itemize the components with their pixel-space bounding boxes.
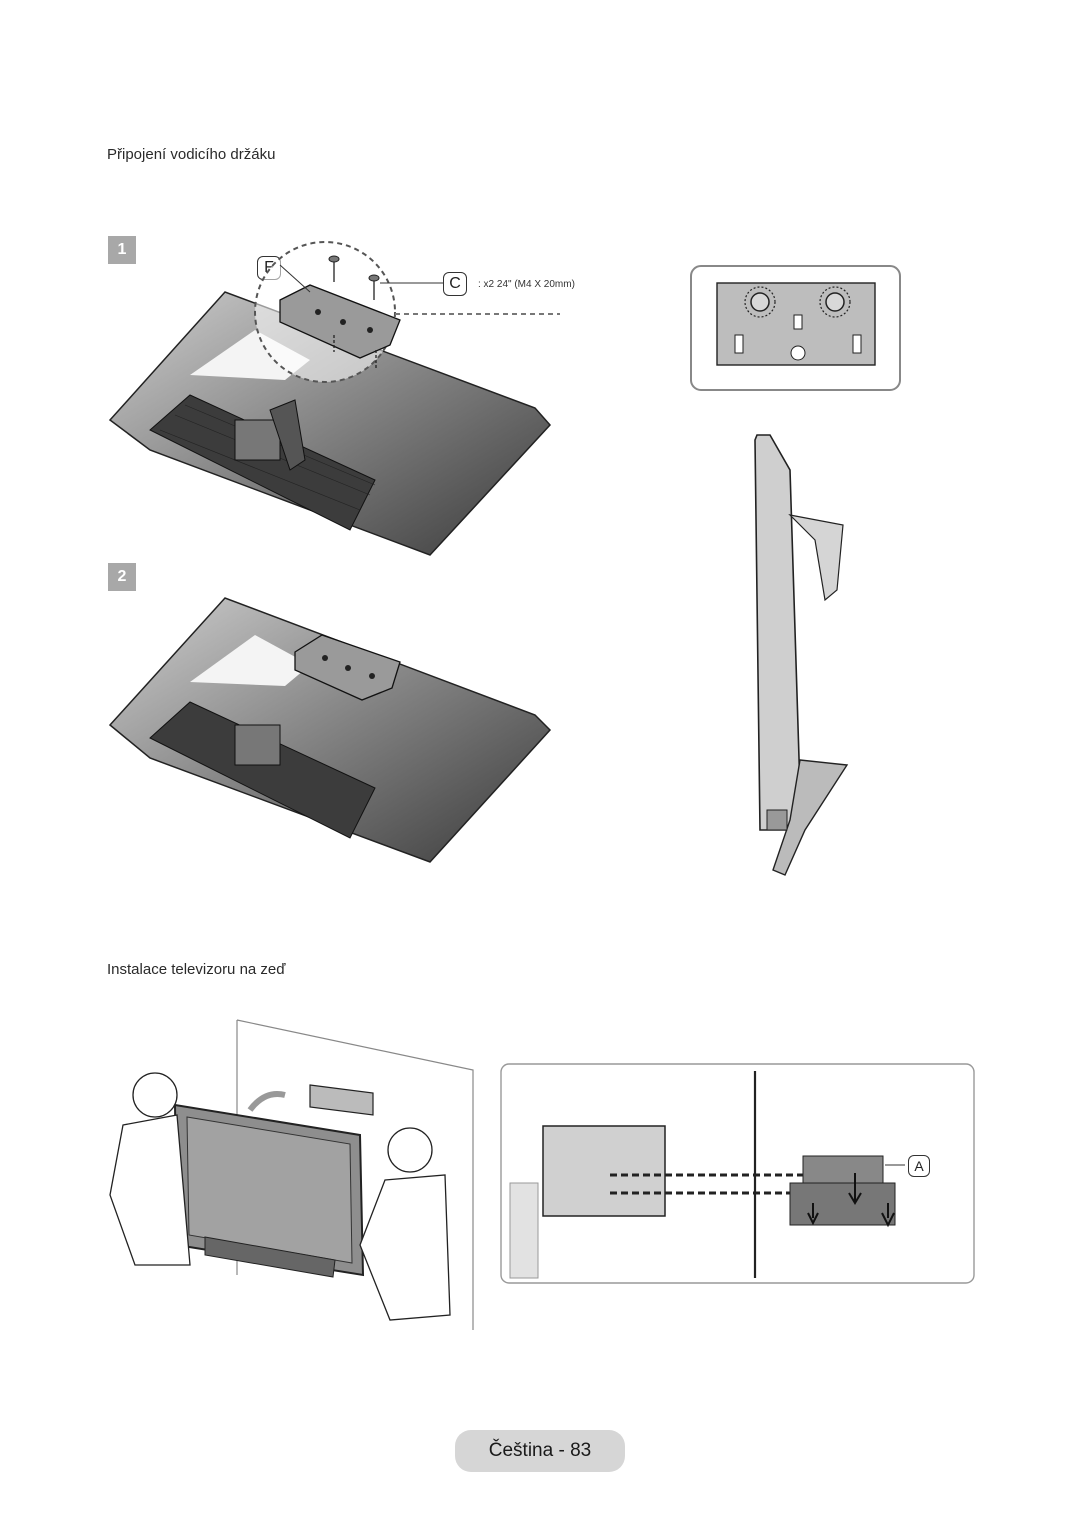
tv-side-profile-illustration	[754, 434, 849, 876]
holder-detail-illustration	[690, 265, 901, 391]
wall-mount-detail-illustration	[500, 1063, 975, 1284]
callout-c: C	[443, 272, 467, 296]
callout-a: A	[908, 1155, 930, 1177]
step-badge-1: 1	[108, 236, 136, 264]
step-badge-2: 2	[108, 563, 136, 591]
page-footer-label: Čeština - 83	[455, 1430, 625, 1472]
section-title-wall-mount: Instalace televizoru na zeď	[107, 961, 286, 978]
tv-back-step1-illustration	[108, 241, 560, 556]
section-title-guide-holder: Připojení vodicího držáku	[107, 146, 276, 163]
tv-back-step2-illustration	[108, 597, 552, 863]
people-mounting-tv-illustration	[109, 1019, 474, 1330]
screw-spec-text: : x2 24" (M4 X 20mm)	[478, 279, 575, 290]
